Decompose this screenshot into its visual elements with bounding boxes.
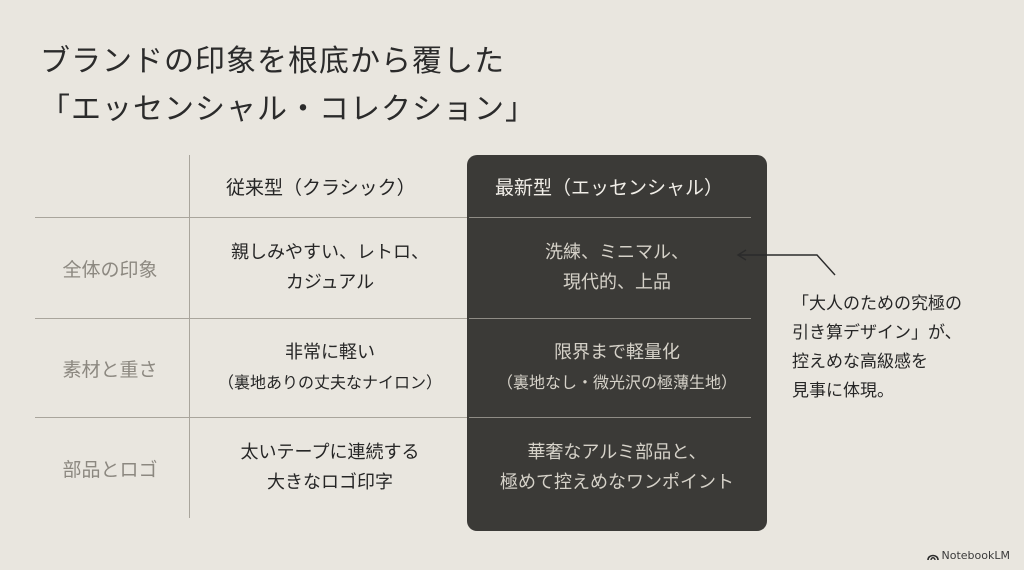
column-header-classic: 従来型（クラシック） (226, 177, 416, 199)
notebooklm-badge: NotebookLM (926, 549, 1010, 562)
cell-line: 現代的、上品 (563, 272, 671, 293)
cell-line: カジュアル (285, 272, 375, 293)
callout-text: 「大人のための究極の 引き算デザイン」が、 控えめな高級感を 見事に体現。 (792, 290, 962, 406)
callout-line: 控えめな高級感を (792, 352, 928, 372)
cell-line: （裏地ありの丈夫なナイロン） (217, 373, 442, 392)
cell-line: （裏地なし・微光沢の極薄生地） (496, 373, 737, 392)
cell-line: 非常に軽い (285, 342, 375, 363)
table-vertical-divider (189, 155, 190, 518)
cell-classic-impression: 親しみやすい、レトロ、 カジュアル (195, 238, 465, 298)
table-divider (35, 318, 467, 319)
table-divider (35, 417, 467, 418)
panel-divider (469, 217, 751, 218)
table-divider (35, 217, 467, 218)
panel-divider (469, 417, 751, 418)
cell-essential-impression: 洗練、ミニマル、 現代的、上品 (482, 238, 752, 298)
cell-line: 限界まで軽量化 (554, 342, 680, 363)
cell-essential-material: 限界まで軽量化 （裏地なし・微光沢の極薄生地） (482, 338, 752, 398)
column-header-essential: 最新型（エッセンシャル） (495, 177, 724, 199)
row-label-impression: 全体の印象 (62, 259, 158, 281)
row-label-material: 素材と重さ (62, 359, 158, 381)
cell-classic-material: 非常に軽い （裏地ありの丈夫なナイロン） (195, 338, 465, 398)
notebooklm-logo-icon (926, 554, 939, 561)
callout-line: 見事に体現。 (792, 381, 894, 401)
panel-divider (469, 318, 751, 319)
callout-line: 「大人のための究極の (792, 294, 962, 314)
cell-line: 洗練、ミニマル、 (545, 242, 689, 263)
callout-arrow-icon (736, 249, 836, 276)
badge-label: NotebookLM (941, 549, 1010, 562)
cell-line: 親しみやすい、レトロ、 (231, 242, 429, 263)
callout-line: 引き算デザイン」が、 (792, 323, 962, 343)
cell-line: 極めて控えめなワンポイント (500, 472, 734, 493)
title-line-2: 「エッセンシャル・コレクション」 (40, 92, 536, 127)
cell-line: 華奢なアルミ部品と、 (527, 442, 707, 463)
page-title: ブランドの印象を根底から覆した 「エッセンシャル・コレクション」 (40, 38, 536, 134)
cell-essential-parts: 華奢なアルミ部品と、 極めて控えめなワンポイント (482, 438, 752, 498)
cell-classic-parts: 太いテープに連続する 大きなロゴ印字 (195, 438, 465, 498)
cell-line: 太いテープに連続する (240, 442, 420, 463)
cell-line: 大きなロゴ印字 (267, 472, 393, 493)
row-label-parts: 部品とロゴ (62, 459, 158, 481)
title-line-1: ブランドの印象を根底から覆した (40, 44, 505, 79)
